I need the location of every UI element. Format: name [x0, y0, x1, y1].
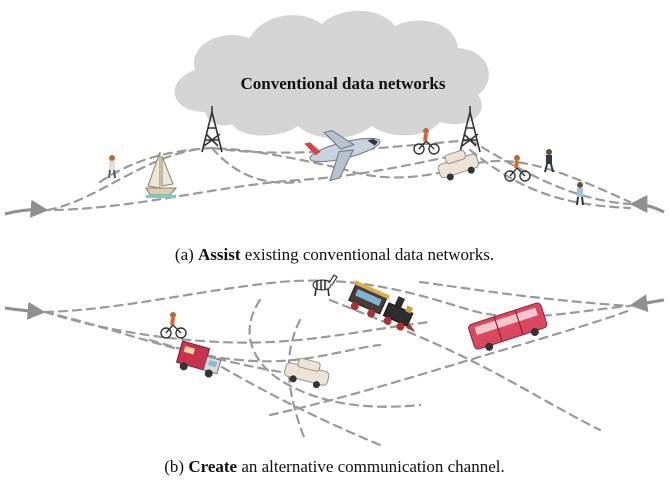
cyclist-icon [413, 128, 440, 155]
panel-a: Conventional data networks [4, 10, 665, 218]
arrow-right-b [629, 294, 665, 313]
cyclist-icon [160, 312, 187, 339]
truck-icon [175, 340, 222, 378]
train-icon [347, 280, 416, 333]
caption-a-rest: existing conventional data networks. [240, 245, 495, 264]
pedestrian-icon [544, 149, 554, 173]
bus-icon [468, 302, 548, 351]
airplane-icon [304, 130, 381, 182]
caption-b-prefix: (b) [164, 457, 189, 476]
cloud: Conventional data networks [174, 10, 489, 138]
caption-a: (a) Assist existing conventional data ne… [0, 245, 669, 265]
car-icon [284, 357, 330, 389]
caption-b-rest: an alternative communication channel. [237, 457, 505, 476]
pedestrian-icon [108, 155, 116, 179]
pedestrian-icon [576, 182, 584, 206]
caption-a-bold: Assist [198, 245, 241, 264]
sailboat-icon [145, 151, 178, 198]
caption-a-prefix: (a) [174, 245, 199, 264]
car-icon [437, 149, 479, 181]
caption-b-bold: Create [188, 457, 238, 476]
cloud-label: Conventional data networks [241, 74, 446, 93]
caption-b: (b) Create an alternative communication … [0, 457, 669, 477]
tower-icon [459, 106, 481, 153]
cyclist-icon [504, 155, 531, 182]
arrow-left-a [4, 199, 49, 218]
arrow-left-b [4, 301, 46, 320]
arrow-right-a [629, 195, 665, 214]
panel-b [4, 274, 665, 447]
tower-icon [201, 106, 223, 153]
routes-panel-b [43, 279, 632, 447]
zebra-icon [312, 274, 338, 297]
